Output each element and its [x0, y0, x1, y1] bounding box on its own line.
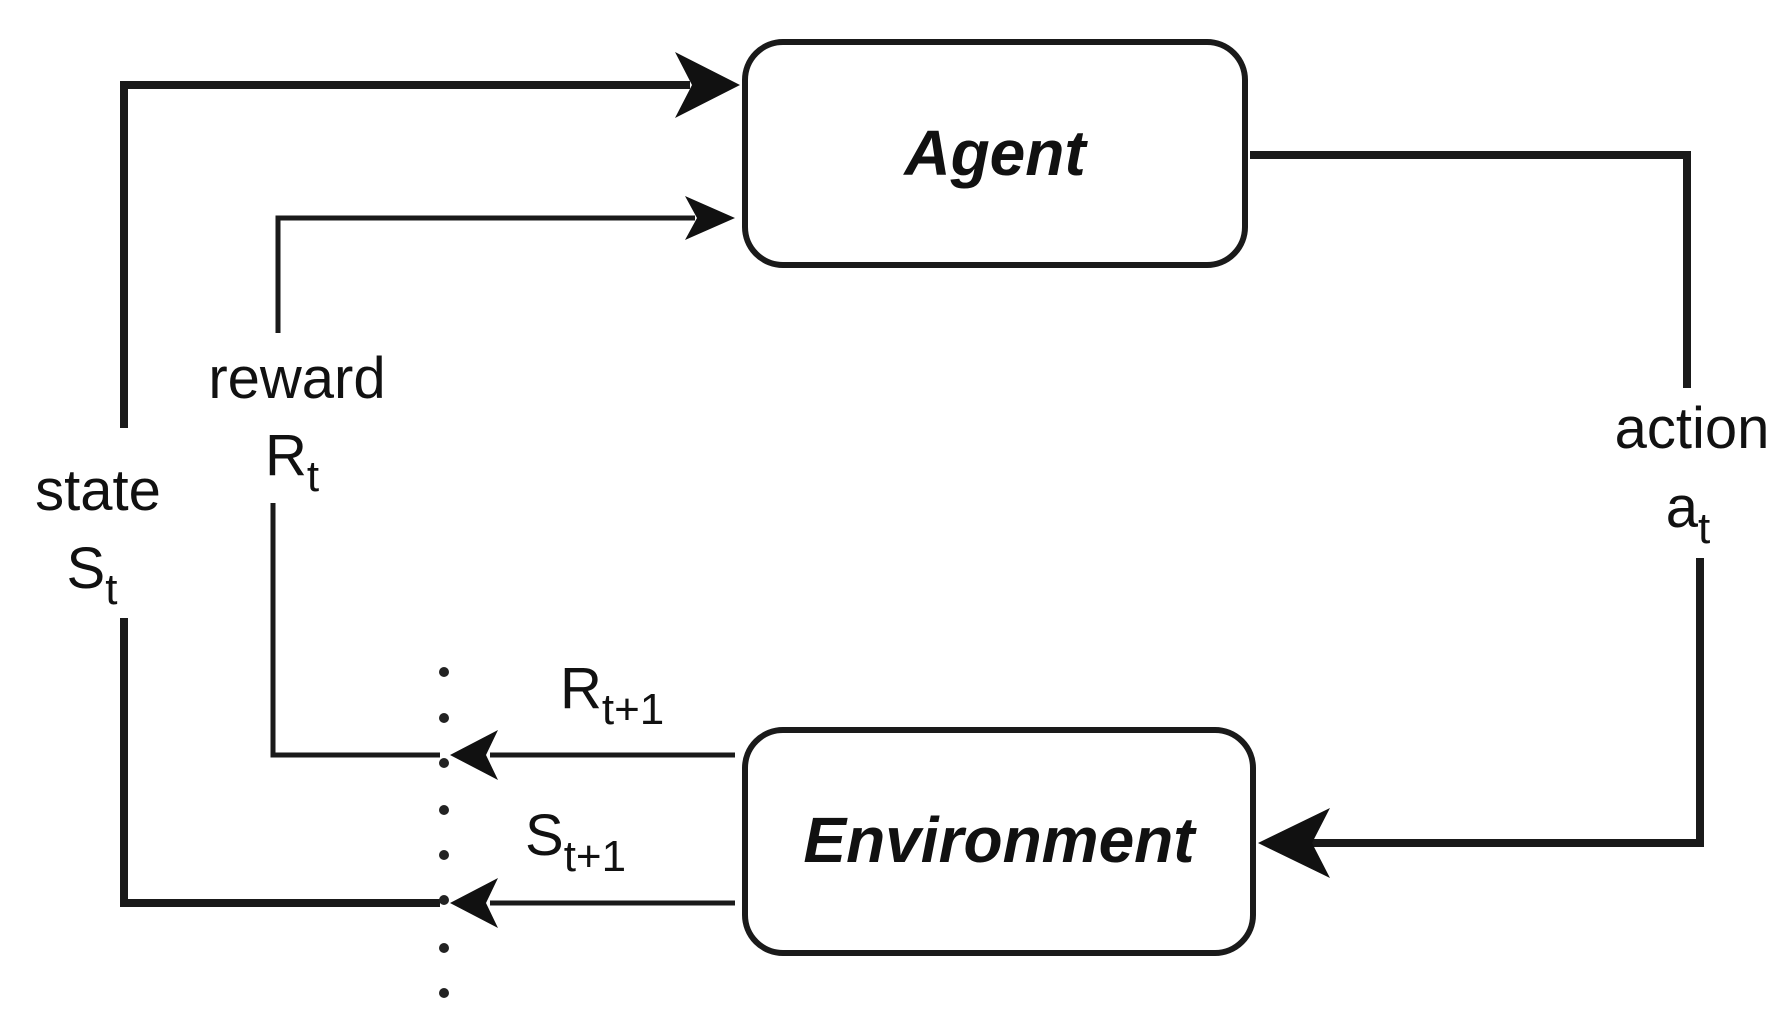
- environment-label: Environment: [803, 804, 1197, 876]
- reward-word: reward: [208, 346, 385, 411]
- divider-dot: [439, 988, 449, 998]
- action-label: action at: [1615, 396, 1770, 553]
- next-state-symbol: St+1: [525, 803, 626, 881]
- state-symbol: St: [67, 536, 118, 614]
- reward-arrowhead: [685, 196, 735, 240]
- agent-label: Agent: [902, 117, 1088, 189]
- state-word: state: [35, 458, 161, 523]
- action-edge: [1250, 151, 1704, 878]
- action-symbol: at: [1666, 475, 1711, 553]
- reward-symbol: Rt: [265, 423, 319, 501]
- environment-node: Environment: [742, 727, 1256, 956]
- reward-label: reward Rt: [208, 346, 385, 501]
- divider-dot: [439, 943, 449, 953]
- divider-dot: [439, 667, 449, 677]
- action-word: action: [1615, 396, 1770, 461]
- state-label: state St: [35, 458, 161, 614]
- next-state-arrowhead: [450, 878, 498, 928]
- divider-dot: [439, 758, 449, 768]
- next-reward-label: Rt+1: [560, 656, 664, 734]
- divider-dot: [439, 713, 449, 723]
- state-arrowhead: [675, 52, 740, 118]
- next-reward-symbol: Rt+1: [560, 656, 664, 734]
- action-arrowhead: [1258, 808, 1330, 878]
- divider-dot: [439, 850, 449, 860]
- agent-node: Agent: [742, 39, 1248, 268]
- next-reward-arrowhead: [450, 730, 498, 780]
- state-edge: [120, 52, 740, 907]
- divider-dot: [439, 805, 449, 815]
- next-state-edge: [450, 878, 735, 928]
- reward-edge: [270, 196, 735, 758]
- time-step-divider: [439, 667, 449, 998]
- next-reward-edge: [450, 730, 735, 780]
- divider-dot: [439, 895, 449, 905]
- next-state-label: St+1: [525, 803, 626, 881]
